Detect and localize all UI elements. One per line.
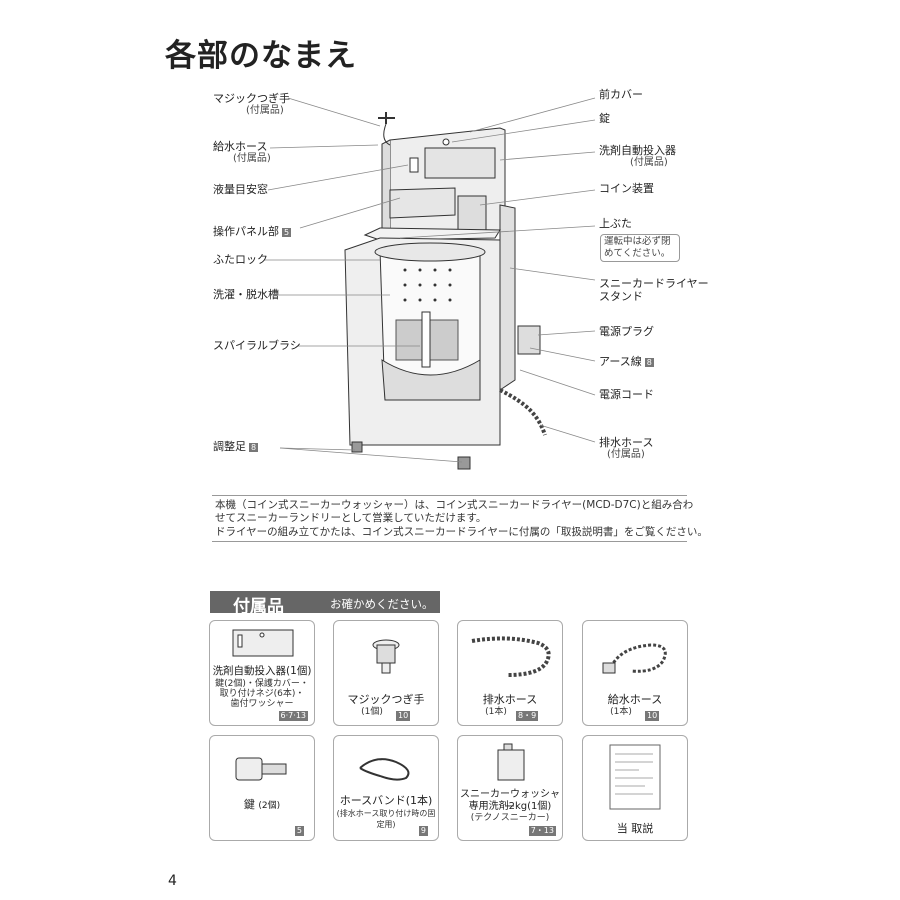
label-detergent-dispenser: 洗剤自動投入器 [599,144,676,157]
note-box [212,495,687,542]
ref-tag: 6·7·13 [278,711,308,721]
accessory-name: マジックつぎ手 [347,693,425,706]
accessory-name-2: 専用洗剤2kg(1個) [468,801,552,812]
label-top-lid: 上ぶた [599,217,632,230]
accessory-card-hose-band: ホースバンド(1本) (排水ホース取り付け時の固定用) 9 [333,735,439,841]
label-coin-unit: コイン装置 [599,182,654,195]
ref-tag: 5 [282,228,292,237]
label-spiral-brush: スパイラルブラシ [213,339,301,352]
label-dryer-stand-1: スニーカードライヤー [599,277,709,290]
dispenser-icon [232,629,294,657]
magic-joint-icon [372,639,400,674]
label-power-cord: 電源コード [599,388,654,401]
accessory-detail: 鍵(2個)・保護カバー・ [215,679,309,689]
accessory-qty: (1本) [485,707,507,717]
hose-band-icon [359,758,410,781]
detergent-bottle-icon [497,743,525,781]
label-lid-lock: ふたロック [213,253,268,266]
label-dryer-stand-2: スタンド [599,290,643,303]
accessory-name: 排水ホース [482,693,538,706]
accessories-header [210,591,440,613]
ref-tag: 5 [294,826,304,836]
ref-tag: 10 [645,711,660,721]
drain-hose-icon [471,636,551,677]
accessory-name: 当 取説 [616,822,654,835]
accessory-detail: (テクノスニーカー) [470,813,550,823]
supply-hose-icon [602,643,667,674]
accessory-card-drain-hose: 排水ホース (1本) 8・9 [457,620,563,726]
ref-tag: 8 [644,358,654,367]
label-lock: 錠 [599,112,610,125]
accessory-name: ホースバンド(1本) [339,794,433,807]
label-drain-hose-sub: (付属品) [607,449,645,460]
ref-tag: 9 [418,826,428,836]
key-icon [235,757,287,781]
accessory-name: スニーカーウォッシャー [460,789,560,813]
label-detergent-dispenser-sub: (付属品) [630,157,668,168]
top-lid-note: 運転中は必ず閉めてください。 [600,234,680,262]
accessory-name: 給水ホース [607,693,663,706]
ref-tag: 8・9 [516,711,539,721]
accessory-detail: 歯付ワッシャー [230,699,294,709]
accessory-name-key: 鍵 (2個) [243,798,281,811]
accessory-detail: (排水ホース取り付け時の固定用) [336,809,436,829]
accessory-card-dispenser: 洗剤自動投入器(1個) 鍵(2個)・保護カバー・ 取り付けネジ(6本)・ 歯付ワ… [209,620,315,726]
label-drum: 洗濯・脱水槽 [213,288,279,301]
washer-illustration [264,97,596,470]
label-front-cover: 前カバー [599,88,643,101]
label-magic-joint: マジックつぎ手 [213,92,290,105]
note-line-3: ドライヤーの組み立てかたは、コイン式スニーカードライヤーに付属の「取扱説明書」を… [215,526,708,538]
accessory-qty: (1本) [610,707,632,717]
accessories-subtitle: お確かめください。 [330,597,434,611]
accessory-name: 洗剤自動投入器(1個) [212,665,312,677]
label-level-window: 液量目安窓 [213,183,268,196]
page-title: 各部のなまえ [165,38,357,74]
label-magic-joint-sub: (付属品) [246,105,284,116]
manual-icon [609,744,661,810]
ref-tag: 8 [249,443,259,452]
page-number: 4 [168,873,177,889]
label-supply-hose-sub: (付属品) [233,153,271,164]
accessory-detail: 取り付けネジ(6本)・ [219,689,305,699]
accessory-card-manual: 当 取説 [582,735,688,841]
accessory-card-supply-hose: 給水ホース (1本) 10 [582,620,688,726]
accessories-title: 付属品 [233,597,284,617]
ref-tag: 10 [396,711,411,721]
ref-tag: 7・13 [528,826,556,836]
accessory-card-detergent: スニーカーウォッシャー 専用洗剤2kg(1個) (テクノスニーカー) 7・13 [457,735,563,841]
label-drain-hose: 排水ホース [599,436,654,449]
accessory-card-magic-joint: マジックつぎ手 (1個) 10 [333,620,439,726]
note-line-1: 本機（コイン式スニーカーウォッシャー）は、コイン式スニーカードライヤー(MCD-… [215,499,694,511]
label-power-plug: 電源プラグ [599,325,654,338]
accessory-qty: (1個) [361,707,383,717]
accessory-card-key: 鍵 (2個) 5 [209,735,315,841]
label-supply-hose: 給水ホース [213,140,268,153]
note-line-2: せてスニーカーランドリーとして営業していただけます。 [215,512,487,524]
